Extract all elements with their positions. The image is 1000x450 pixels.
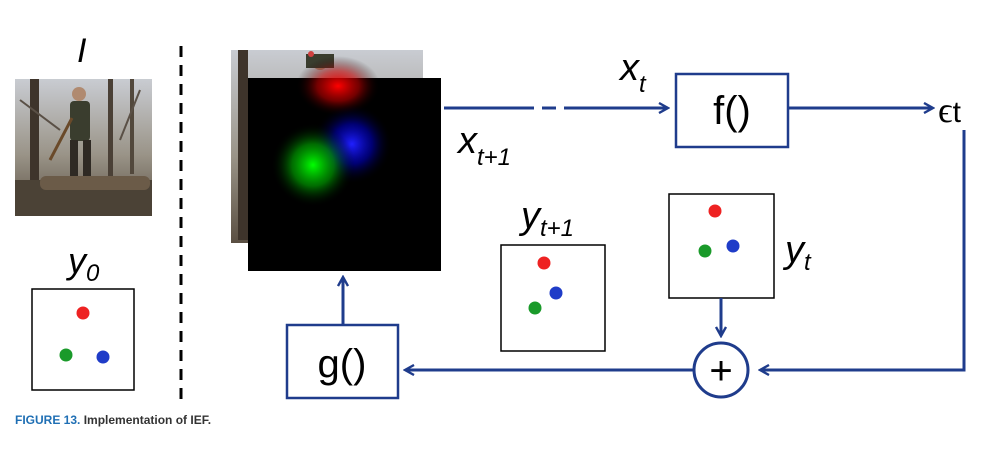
current-keypoint-green	[698, 244, 712, 258]
current-keypoints-box	[668, 193, 775, 299]
current-keypoint-blue	[726, 239, 740, 253]
keypoint-green	[59, 348, 73, 362]
figure-caption-label: FIGURE 13.	[15, 413, 81, 427]
updated-keypoint-green	[528, 301, 542, 315]
keypoint-red	[76, 306, 90, 320]
g-function-box	[285, 323, 400, 400]
initial-keypoints-label: y0	[65, 240, 100, 287]
y-t-plus-1-label: yt+1	[518, 195, 574, 242]
figure-caption-text: Implementation of IEF.	[83, 413, 212, 427]
input-photo	[15, 79, 152, 216]
updated-keypoint-red	[537, 256, 551, 270]
updated-keypoint-blue	[549, 286, 563, 300]
f-function-label: f()	[713, 89, 751, 133]
error-feedback-path	[760, 130, 966, 370]
initial-keypoints-box	[31, 288, 135, 391]
f-function-box	[674, 72, 790, 149]
y-t-label: yt	[782, 229, 812, 276]
sum-node-label: +	[709, 349, 732, 393]
keypoint-blue	[96, 350, 110, 364]
figure-caption: FIGURE 13. Implementation of IEF.	[15, 413, 211, 427]
error-label: ϵt	[938, 90, 962, 130]
input-image-label: I	[77, 32, 87, 70]
current-keypoint-red	[708, 204, 722, 218]
x-t-plus-1-label: xt+1	[456, 120, 511, 171]
g-function-label: g()	[318, 342, 367, 386]
x-t-label: xt	[618, 47, 647, 98]
heatmap-image	[248, 56, 441, 271]
